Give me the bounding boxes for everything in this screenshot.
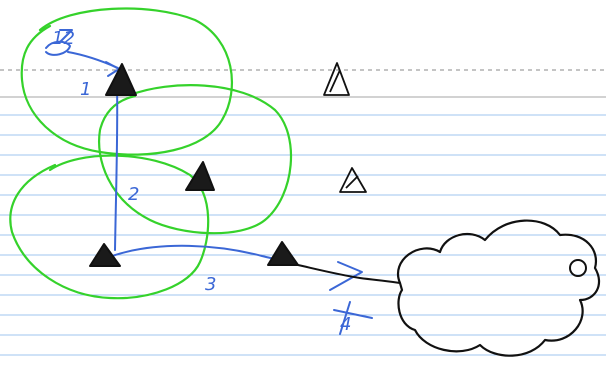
link-2-vertical bbox=[115, 86, 117, 250]
tower-icon bbox=[268, 242, 298, 265]
node-b bbox=[324, 63, 349, 95]
coverage-circle-bottom bbox=[10, 156, 208, 299]
tower-icon bbox=[340, 168, 366, 192]
hop-3-label: 3 bbox=[205, 274, 216, 295]
hop-1-label: 1 bbox=[80, 79, 91, 100]
coverage-circle-middle bbox=[99, 85, 291, 233]
cloud-curl bbox=[570, 260, 586, 276]
tower-icon bbox=[106, 64, 136, 95]
node-f bbox=[268, 242, 298, 265]
node-a bbox=[106, 64, 136, 95]
top-label: 12 bbox=[52, 28, 75, 49]
hop-2-label: 2 bbox=[128, 184, 139, 205]
tower-icon bbox=[324, 63, 349, 95]
link-1-arrow bbox=[68, 52, 118, 68]
hop-4-label: 4 bbox=[340, 314, 351, 335]
node-d bbox=[340, 168, 366, 192]
